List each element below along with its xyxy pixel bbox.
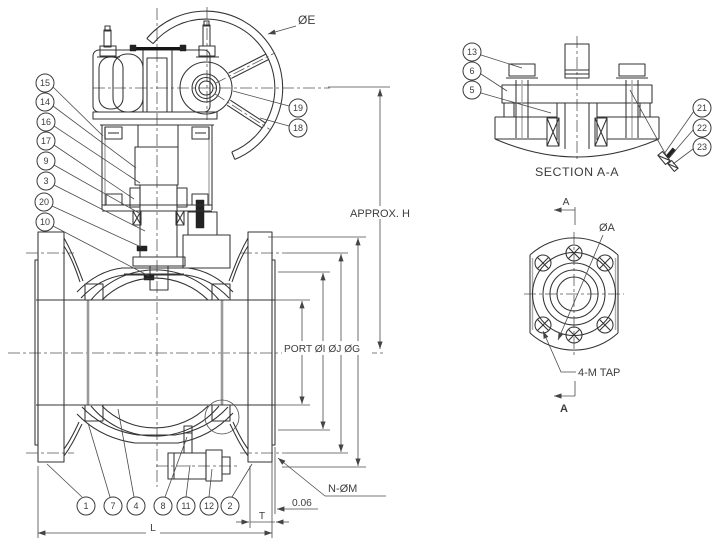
svg-text:17: 17 — [41, 136, 51, 146]
balloon-20: 20 — [34, 192, 54, 212]
balloon-17: 17 — [36, 131, 56, 151]
valve-body-dome — [76, 199, 234, 444]
balloon-11: 11 — [176, 496, 196, 516]
svg-text:19: 19 — [293, 103, 303, 113]
balloons-section: 13 6 5 21 22 23 — [462, 42, 712, 165]
svg-text:16: 16 — [41, 117, 51, 127]
seal-parts — [629, 89, 679, 172]
balloon-23: 23 — [692, 137, 712, 157]
svg-text:A: A — [563, 197, 570, 208]
cut-plane-bottom: A — [554, 381, 576, 415]
bolt-holes-label: N-ØM — [328, 483, 357, 495]
balloon-18: 18 — [288, 118, 308, 138]
gear-housing — [92, 20, 233, 115]
balloon-13: 13 — [462, 42, 482, 62]
balloon-4: 4 — [126, 496, 146, 516]
balloon-12: 12 — [199, 496, 219, 516]
svg-text:10: 10 — [40, 217, 50, 227]
flange-dia-label: ØA — [599, 222, 616, 234]
packing-hatch — [132, 210, 185, 226]
balloon-8: 8 — [153, 496, 173, 516]
flange-top-view: ØA 4-M TAP A A — [524, 197, 624, 415]
balloon-22: 22 — [692, 118, 712, 138]
section-aa-view: SECTION A-A 13 6 5 21 22 23 — [462, 36, 712, 179]
balloon-16: 16 — [36, 112, 56, 132]
balloon-7: 7 — [103, 496, 123, 516]
svg-text:11: 11 — [181, 501, 190, 511]
svg-text:3: 3 — [43, 176, 48, 186]
svg-text:5: 5 — [469, 85, 474, 95]
cut-plane-top: A — [554, 197, 576, 225]
balloons-main: 15 14 16 17 9 3 20 10 19 18 1 7 4 8 11 1… — [34, 73, 308, 516]
handwheel — [146, 10, 284, 160]
svg-text:9: 9 — [43, 156, 48, 166]
valve-body-flanges — [34, 231, 276, 463]
balloon-21: 21 — [692, 98, 712, 118]
svg-text:7: 7 — [110, 501, 115, 511]
centerlines — [8, 7, 385, 487]
flange-thickness-label: T — [259, 511, 265, 522]
balloon-6: 6 — [462, 61, 482, 81]
balloon-19: 19 — [288, 98, 308, 118]
balloon-10: 10 — [35, 212, 55, 232]
svg-text:23: 23 — [697, 142, 707, 152]
svg-text:22: 22 — [697, 123, 707, 133]
svg-text:A: A — [560, 403, 568, 415]
face-to-face-label: L — [150, 523, 156, 534]
seats-and-ball — [84, 269, 240, 437]
bolt-holes — [534, 244, 614, 344]
svg-text:13: 13 — [467, 47, 477, 57]
svg-text:20: 20 — [39, 197, 49, 207]
bearing-hatch — [546, 117, 608, 147]
svg-text:18: 18 — [293, 123, 303, 133]
svg-text:2: 2 — [227, 501, 232, 511]
balloon-15: 15 — [35, 73, 55, 93]
svg-text:21: 21 — [697, 103, 707, 113]
main-view: APPROX. H PORT ØI ØJ ØG N-ØM 0.06 — [8, 7, 416, 538]
balloon-14: 14 — [35, 92, 55, 112]
svg-text:12: 12 — [204, 501, 214, 511]
balloon-3: 3 — [36, 171, 56, 191]
svg-text:4: 4 — [133, 501, 138, 511]
svg-text:14: 14 — [40, 97, 50, 107]
balloon-1: 1 — [76, 496, 96, 516]
svg-text:6: 6 — [469, 66, 474, 76]
approx-h-label: APPROX. H — [350, 208, 410, 220]
tap-note-label: 4-M TAP — [578, 367, 620, 379]
drain-fitting — [167, 425, 231, 482]
section-title: SECTION A-A — [535, 165, 619, 179]
svg-text:8: 8 — [160, 501, 165, 511]
svg-text:15: 15 — [40, 78, 50, 88]
balloon-5: 5 — [462, 80, 482, 100]
seat-detail-circle — [204, 399, 240, 435]
port-diameters-label: PORT ØI ØJ ØG — [284, 344, 360, 355]
raised-face-label: 0.06 — [292, 498, 312, 509]
balloon-9: 9 — [36, 151, 56, 171]
dimensions: APPROX. H PORT ØI ØJ ØG N-ØM 0.06 — [37, 13, 416, 538]
balloon-2: 2 — [220, 496, 240, 516]
wheel-dia-label: ØE — [298, 13, 315, 27]
bonnet-yoke — [92, 111, 218, 257]
svg-text:1: 1 — [83, 501, 88, 511]
